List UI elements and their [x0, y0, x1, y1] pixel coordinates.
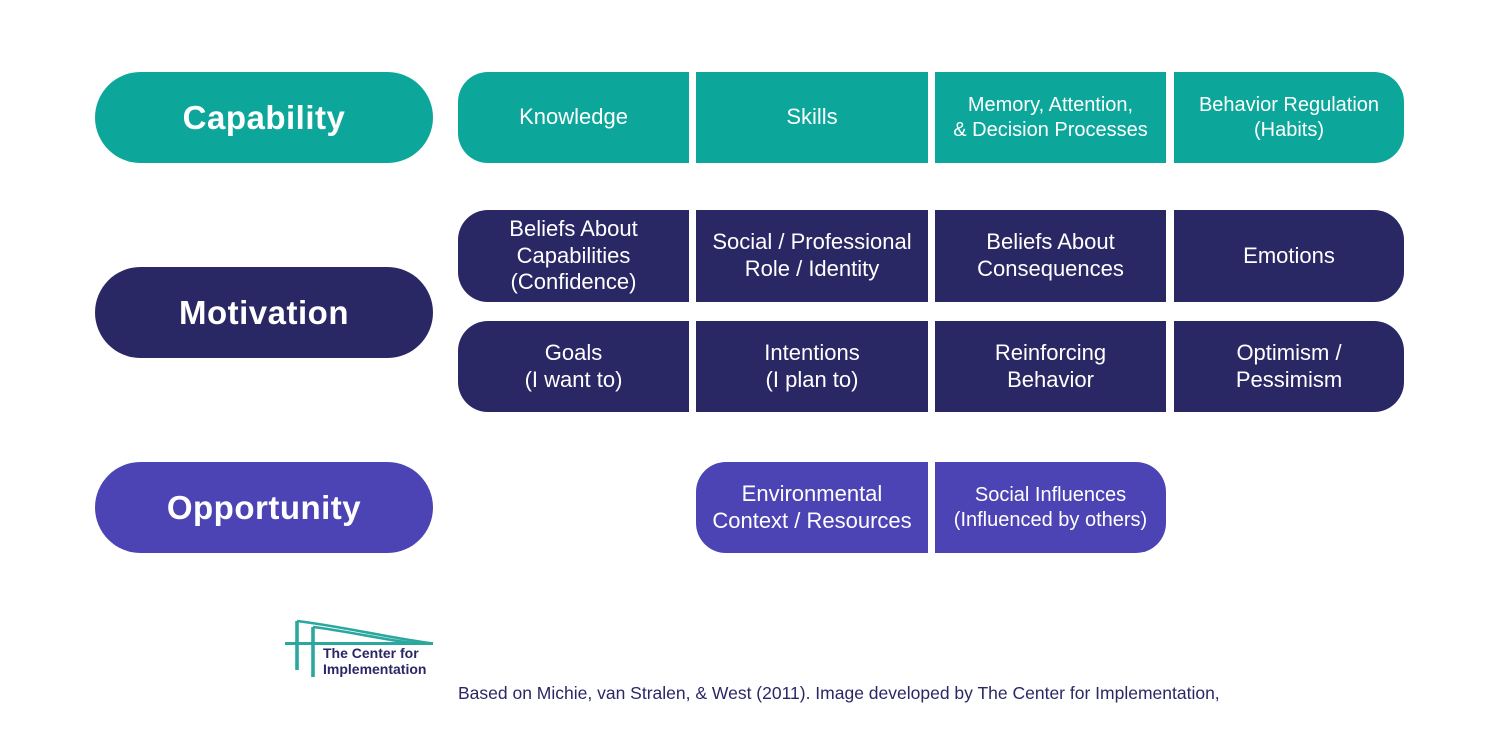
motivation-box-optimism-pessimism: Optimism / Pessimism [1174, 321, 1404, 412]
motivation-pill: Motivation [95, 267, 433, 358]
motivation-box-goals: Goals (I want to) [458, 321, 689, 412]
citation-line-1: Based on Michie, van Stralen, & West (20… [458, 683, 1220, 703]
opportunity-box-social-influences: Social Influences (Influenced by others) [935, 462, 1166, 553]
opportunity-pill: Opportunity [95, 462, 433, 553]
capability-box-memory-attention-decision: Memory, Attention, & Decision Processes [935, 72, 1166, 163]
motivation-box-beliefs-about-capabilities: Beliefs About Capabilities (Confidence) [458, 210, 689, 302]
capability-box-knowledge: Knowledge [458, 72, 689, 163]
capability-box-behavior-regulation: Behavior Regulation (Habits) [1174, 72, 1404, 163]
logo-wordmark: The Center for Implementation [323, 645, 427, 677]
bridge-logo-icon [285, 619, 434, 677]
motivation-box-beliefs-about-consequences: Beliefs About Consequences [935, 210, 1166, 302]
citation-text: Based on Michie, van Stralen, & West (20… [458, 638, 1220, 743]
motivation-box-social-professional-role-identity: Social / Professional Role / Identity [696, 210, 928, 302]
motivation-box-intentions: Intentions (I plan to) [696, 321, 928, 412]
motivation-box-reinforcing-behavior: Reinforcing Behavior [935, 321, 1166, 412]
capability-pill: Capability [95, 72, 433, 163]
capability-box-skills: Skills [696, 72, 928, 163]
opportunity-box-environmental-context-resources: Environmental Context / Resources [696, 462, 928, 553]
motivation-box-emotions: Emotions [1174, 210, 1404, 302]
